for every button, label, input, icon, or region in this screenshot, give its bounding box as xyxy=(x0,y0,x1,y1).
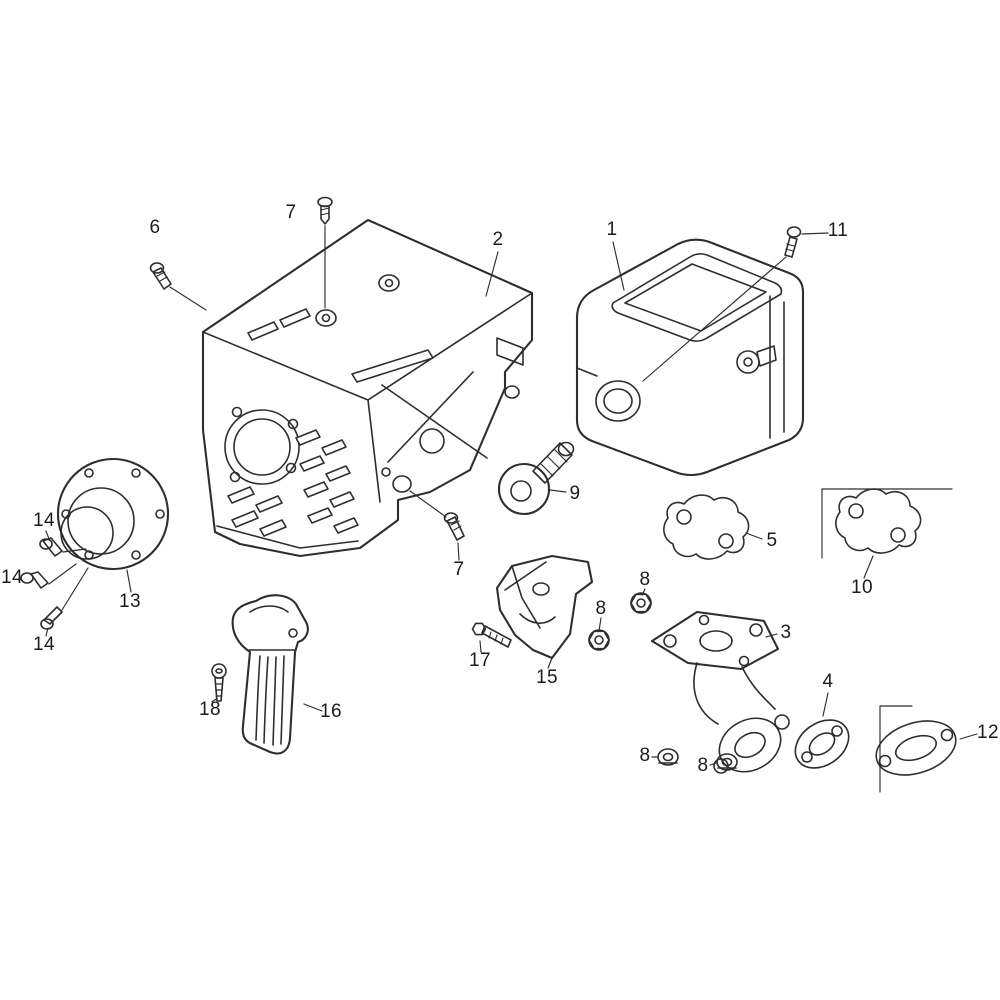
part-callout-11: 11 xyxy=(827,220,849,241)
part-callout-2: 2 xyxy=(492,229,504,250)
part-callout-4: 4 xyxy=(822,671,834,692)
part-callout-14: 14 xyxy=(33,510,55,531)
part-callout-15: 15 xyxy=(536,667,558,688)
part-callout-5: 5 xyxy=(766,530,778,551)
part-14-screws xyxy=(20,537,63,630)
part-18-screw xyxy=(211,663,227,702)
part-3-manifold xyxy=(650,610,790,774)
part-callout-8: 8 xyxy=(639,745,651,766)
part-callout-16: 16 xyxy=(320,701,342,722)
part-17-bolt xyxy=(471,622,512,648)
part-2-muffler-protector xyxy=(201,218,534,558)
part-5-gasket xyxy=(663,494,750,560)
part-callout-18: 18 xyxy=(199,699,221,720)
part-callout-14: 14 xyxy=(33,634,55,655)
part-callout-6: 6 xyxy=(149,217,161,238)
part-7-screw-top xyxy=(317,196,333,225)
part-15-bracket xyxy=(495,554,594,660)
part-16-guard xyxy=(231,594,309,755)
part-callout-8: 8 xyxy=(639,569,651,590)
part-callout-3: 3 xyxy=(780,622,792,643)
part-callout-10: 10 xyxy=(851,577,873,598)
part-callout-9: 9 xyxy=(569,483,581,504)
part-4-gasket xyxy=(794,719,850,769)
part-callout-8: 8 xyxy=(595,598,607,619)
part-callout-7: 7 xyxy=(285,202,297,223)
part-callout-7: 7 xyxy=(453,559,465,580)
part-callout-8: 8 xyxy=(697,755,709,776)
part-12-gasket xyxy=(875,705,957,793)
part-13-cover xyxy=(56,457,170,571)
part-callout-12: 12 xyxy=(977,722,999,743)
part-9-pipe-bolt xyxy=(497,441,575,516)
part-callout-13: 13 xyxy=(119,591,141,612)
part-callout-17: 17 xyxy=(469,650,491,671)
part-callout-14: 14 xyxy=(1,567,23,588)
part-10-gasket xyxy=(821,488,953,559)
part-8-nuts xyxy=(588,592,738,771)
part-1-muffler xyxy=(575,238,805,477)
part-11-bolt xyxy=(784,226,802,258)
part-callout-1: 1 xyxy=(606,219,618,240)
part-7-screw-bottom xyxy=(443,512,465,541)
part-6-screw xyxy=(149,262,172,290)
